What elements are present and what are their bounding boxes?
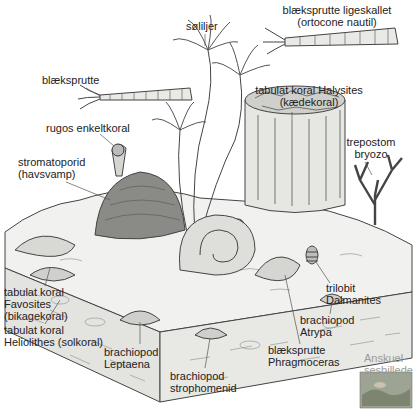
species-label: Anskuel- sesbillede <box>364 352 418 376</box>
species-label: blæksprutte Phragmoceras <box>268 344 348 368</box>
species-label: trilobit Dalmanites <box>326 282 406 306</box>
species-label: tabulat koral Favosites (bikagekoral) <box>4 286 114 322</box>
species-label: blæksprutte <box>42 74 112 86</box>
species-label: stromatoporid (havsvamp) <box>18 156 108 180</box>
species-label: trepostom bryozo <box>336 136 406 160</box>
species-label: brachiopod Atrypa <box>300 314 370 338</box>
species-label: tabulat koral Heliolithes (solkoral) <box>4 324 114 348</box>
species-label: rugos enkeltkoral <box>46 122 156 134</box>
species-label: blæksprutte ligeskallet (ortocone nautil… <box>262 4 412 28</box>
species-label: brachiopod Leptaena <box>104 346 184 370</box>
species-label: brachiopod strophomenid <box>170 370 250 394</box>
species-label: søliljer <box>186 20 246 32</box>
species-label: tabulat koral Halysites (kædekoral) <box>244 84 374 108</box>
